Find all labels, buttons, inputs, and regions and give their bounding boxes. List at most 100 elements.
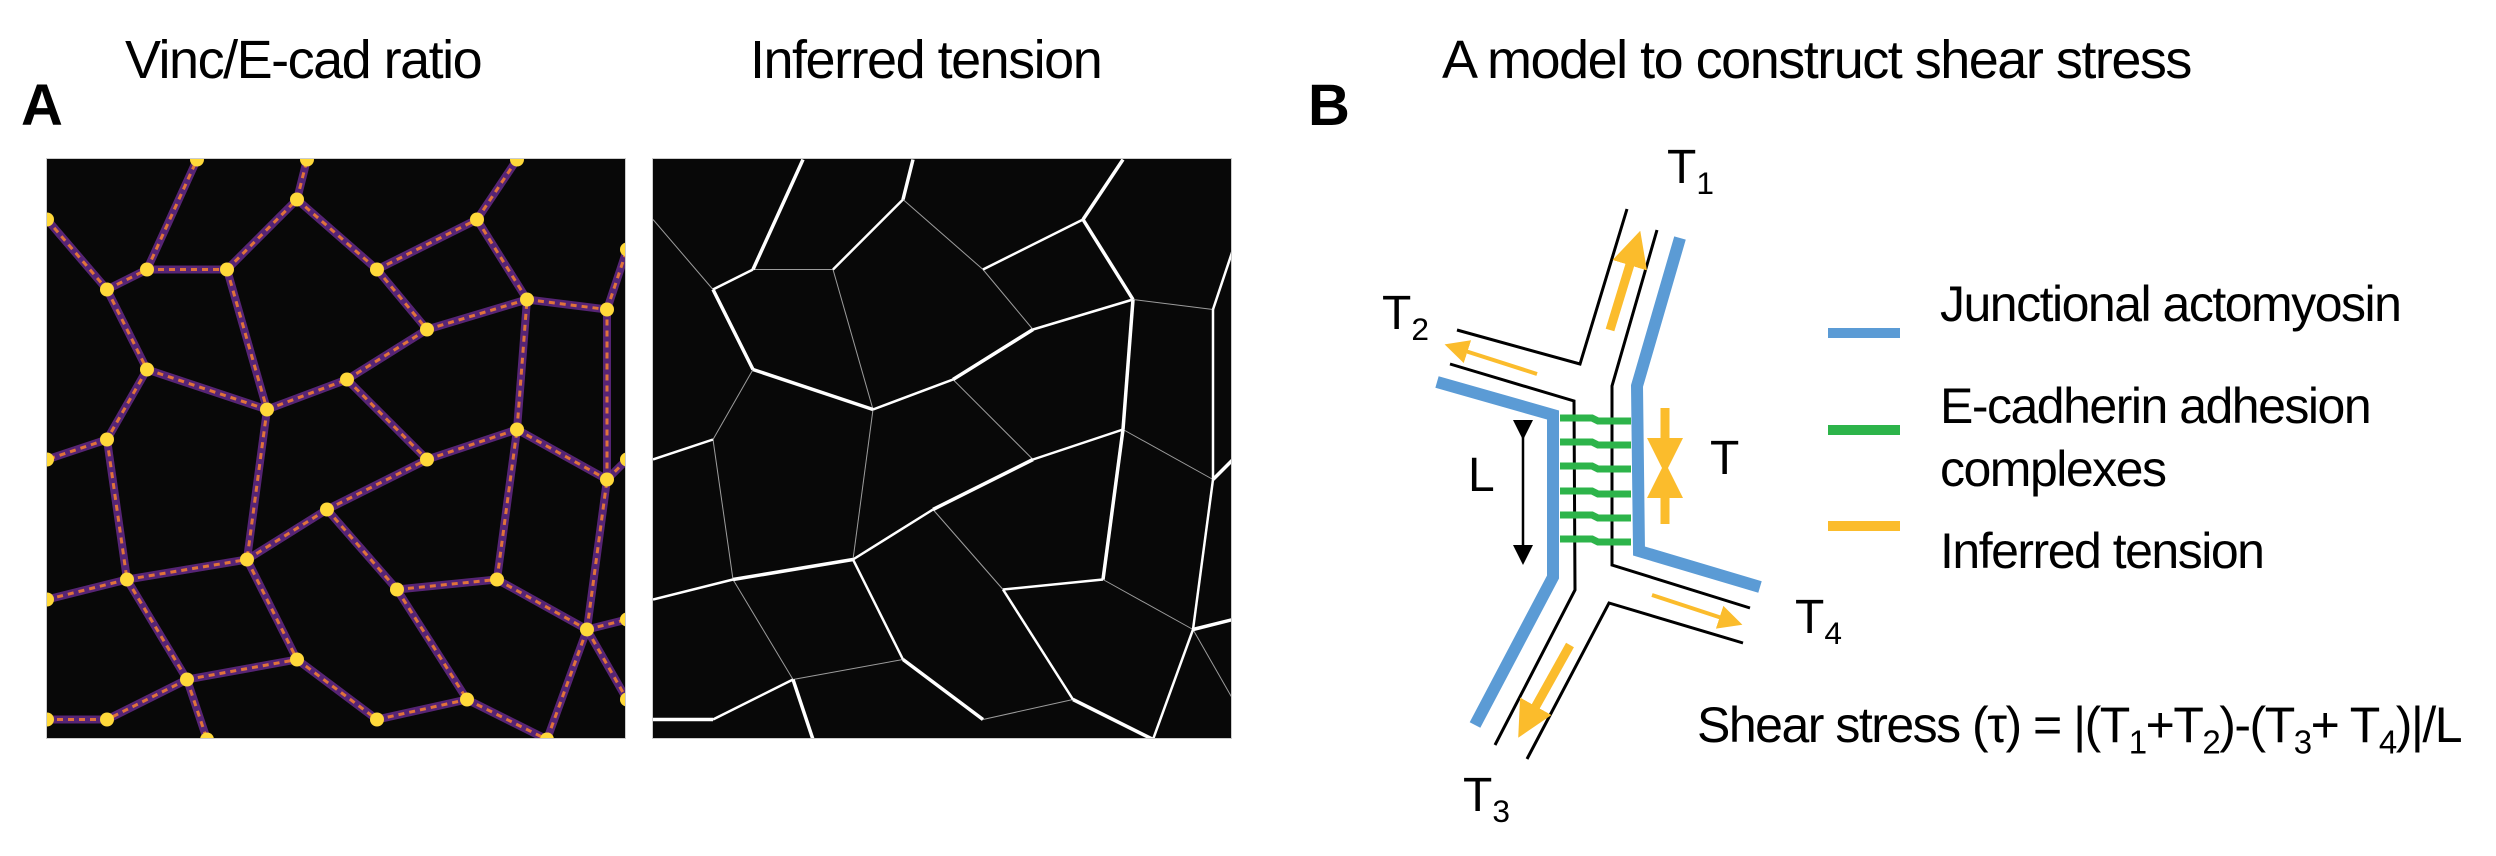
cell-edge	[712, 268, 754, 291]
adhesion-complex-line	[1560, 414, 1631, 425]
cell-edge	[326, 458, 428, 511]
cell-edge	[1192, 618, 1231, 632]
cell-edge	[1002, 578, 1104, 591]
cell-edge	[832, 198, 904, 271]
label-t2: T2	[1382, 290, 1429, 346]
junction-vertex	[540, 732, 554, 738]
label-t2-sub: 2	[1411, 311, 1429, 348]
membrane-right	[1610, 229, 1751, 610]
junction-vertex	[47, 712, 54, 727]
cell-edge	[1211, 459, 1231, 481]
cell-edge	[932, 509, 1004, 590]
tension-arrow-t1	[1605, 230, 1647, 332]
legend-ecadherin-label-line2: complexes	[1940, 441, 2167, 497]
cell-edge	[493, 575, 591, 634]
label-t1: T1	[1667, 144, 1714, 200]
label-t4-main: T	[1795, 591, 1825, 644]
formula-sub: 3	[2293, 723, 2312, 761]
label-t1-sub: 1	[1696, 165, 1714, 202]
junction-vertex	[340, 372, 354, 387]
junction-vertex	[120, 572, 134, 587]
formula-part: )-(T	[2219, 697, 2295, 753]
cell-edge	[1072, 697, 1154, 738]
junction-vertex	[420, 322, 434, 337]
cell-edge	[186, 658, 298, 681]
cell-edge	[752, 367, 874, 412]
cell-edge	[732, 557, 854, 582]
cell-edge	[466, 698, 548, 738]
cell-edge	[396, 578, 498, 591]
cell-edge	[106, 268, 148, 291]
cell-edge	[513, 425, 611, 484]
cell-edge	[376, 698, 468, 721]
junction-vertex	[100, 712, 114, 727]
cell-edge	[545, 628, 589, 738]
cell-edge	[47, 218, 109, 291]
cell-edge	[932, 457, 1034, 512]
shear-stress-formula: Shear stress (τ) = |(T1+T2)-(T3+ T4)|/L	[1697, 697, 2463, 761]
adhesion-complex-line	[1560, 438, 1631, 449]
cell-edge	[1081, 159, 1125, 221]
junction-vertex	[190, 159, 204, 167]
cell-edge	[266, 378, 348, 411]
cell-edge	[901, 658, 985, 721]
formula-part: + T	[2310, 697, 2381, 753]
junction-vertex	[290, 192, 304, 207]
cell-edge	[952, 328, 1034, 381]
cell-edge	[712, 369, 754, 440]
junction-vertex	[620, 692, 625, 707]
cell-edge	[832, 269, 874, 410]
junction-vertex	[260, 402, 274, 417]
cell-edge	[585, 628, 625, 700]
cell-edge	[105, 439, 129, 580]
cell-edge	[495, 429, 519, 580]
inferred-tension-title: Inferred tension	[750, 30, 1103, 90]
junction-vertex	[620, 242, 625, 257]
cell-edge	[345, 378, 429, 461]
tension-arrow-t2	[1444, 340, 1538, 376]
cell-edge	[183, 675, 211, 738]
cell-edge	[603, 246, 625, 314]
cell-edge	[526, 298, 608, 311]
cell-edge	[1101, 429, 1125, 580]
cell-edge	[105, 288, 149, 371]
cell-edge	[711, 288, 755, 371]
cell-edge	[1032, 298, 1134, 331]
cell-edge	[346, 328, 428, 381]
legend-tension-label: Inferred tension	[1940, 523, 2265, 579]
cell-edge	[475, 218, 529, 301]
junction-vertex	[420, 452, 434, 467]
cell-edge	[1121, 299, 1135, 430]
cell-edge	[901, 159, 915, 200]
cell-edge	[145, 159, 199, 271]
junction-vertex	[580, 622, 594, 637]
junction-vertex	[510, 159, 524, 167]
adhesion-complex-line	[1560, 511, 1631, 522]
junction-vertex	[520, 292, 534, 307]
label-t4: T4	[1795, 594, 1842, 650]
junction-vertex	[100, 282, 114, 297]
junction-vertex	[370, 262, 384, 277]
formula-part: Shear stress (τ) = |(T	[1697, 697, 2130, 753]
cell-edge	[106, 678, 188, 721]
panel-b-label: B	[1308, 73, 1350, 138]
cell-edge	[376, 218, 478, 271]
cell-edge	[225, 269, 269, 410]
actomyosin-right	[1630, 236, 1762, 593]
cell-edge	[982, 269, 1034, 330]
cell-edge	[852, 508, 934, 561]
cell-edge	[125, 578, 189, 681]
label-t1-main: T	[1667, 141, 1697, 194]
cell-edge	[653, 219, 714, 290]
cell-edge	[375, 268, 429, 331]
junction-vertex	[200, 732, 214, 738]
cell-edge	[143, 365, 271, 414]
label-t3: T3	[1463, 772, 1510, 828]
membrane-left	[1449, 362, 1577, 746]
formula-sub: 2	[2202, 723, 2220, 761]
junction-vertex	[240, 552, 254, 567]
junction-vertex	[100, 432, 114, 447]
vinc-ecad-ratio-image	[46, 158, 626, 739]
cell-edge	[585, 479, 609, 630]
cell-edge	[475, 159, 519, 221]
